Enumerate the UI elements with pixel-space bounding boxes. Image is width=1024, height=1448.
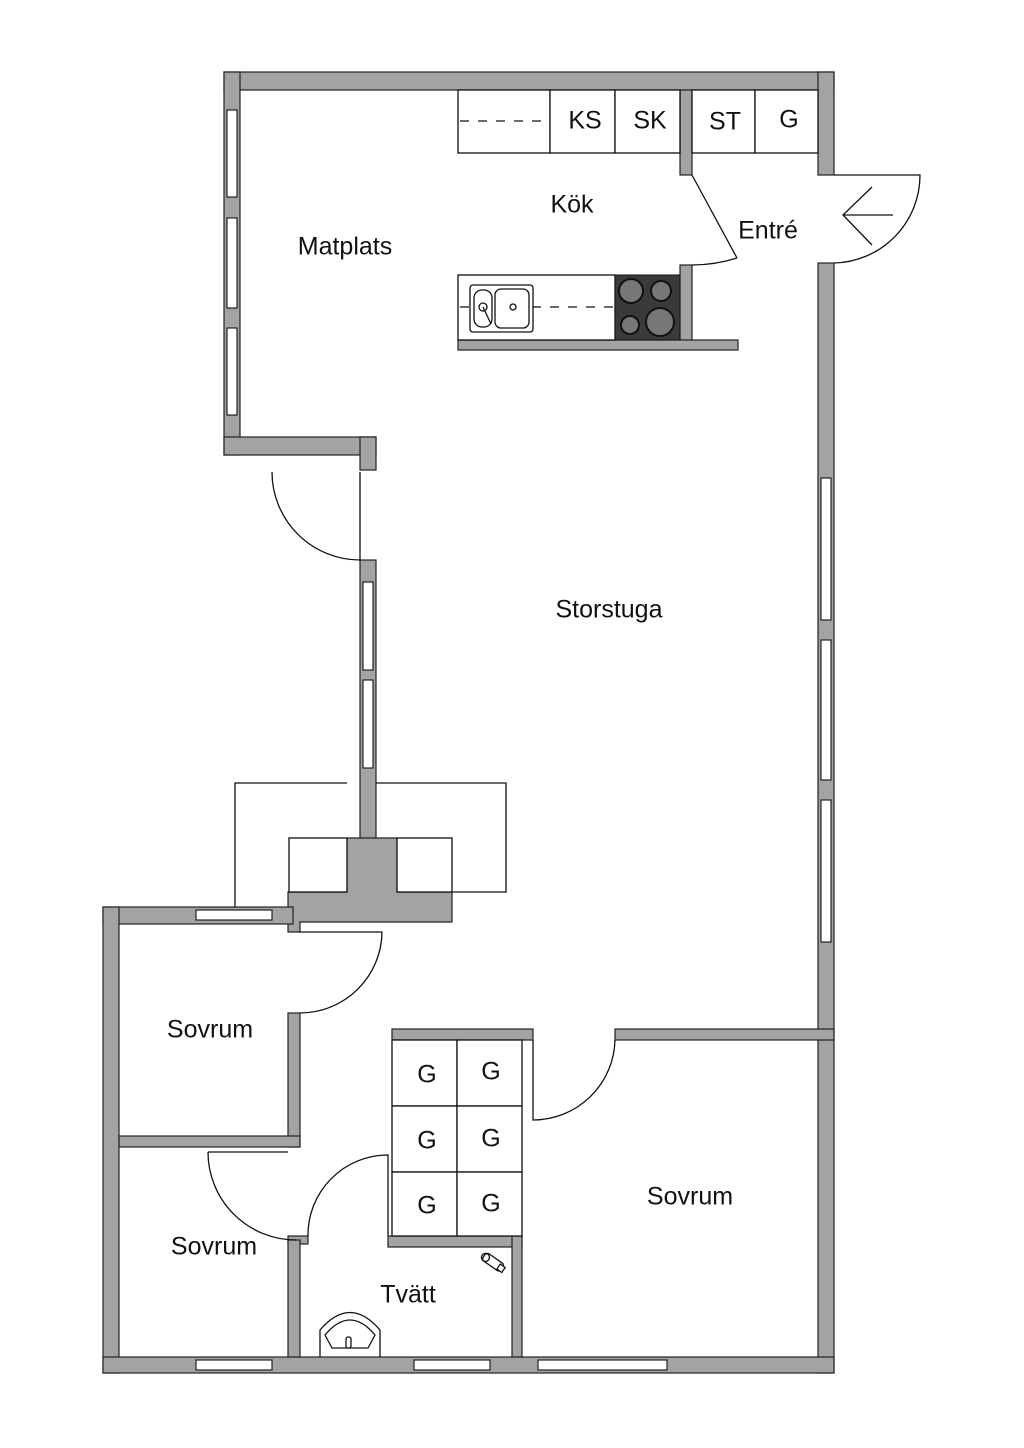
kitchen-upper-cabinets: KS SK ST G [457,89,819,154]
cabinet-label-sk: SK [633,107,667,135]
room-label-laundry: Tvätt [380,1281,436,1309]
windows [195,109,832,1371]
closet-label: G [481,1190,500,1218]
room-label-bedroom-3: Sovrum [647,1183,733,1211]
closet-label: G [481,1125,500,1153]
room-label-bedroom-2: Sovrum [171,1233,257,1261]
closet-label: G [417,1127,436,1155]
closet: G G G G G G [391,1039,523,1237]
cabinet-label-g: G [779,106,798,134]
kitchen-island [457,274,681,341]
closet-label: G [417,1192,436,1220]
entrance-arrow-icon [842,186,893,246]
bedroom-3-door [532,1039,616,1121]
room-label-living: Storstuga [555,596,662,624]
bedroom-1-door [299,931,383,1014]
kitchen-entry-door [691,174,738,266]
faucet-icon [480,1252,507,1274]
room-label-bedroom-1: Sovrum [167,1016,253,1044]
closet-label: G [417,1061,436,1089]
doors [207,174,921,1241]
cabinet-label-ks: KS [568,107,601,135]
fireplace [234,782,507,907]
laundry-door [307,1154,389,1237]
closet-label: G [481,1058,500,1086]
bedroom-2-door [207,1151,297,1241]
washbasin-icon [319,1311,381,1357]
stove-icon [614,274,681,341]
sink-icon [469,284,534,333]
room-label-entrance: Entré [738,217,798,245]
room-label-kitchen: Kök [550,191,594,219]
dining-door [271,471,361,561]
room-label-dining: Matplats [298,233,392,261]
cabinet-label-st: ST [709,108,741,136]
front-door [833,174,921,264]
